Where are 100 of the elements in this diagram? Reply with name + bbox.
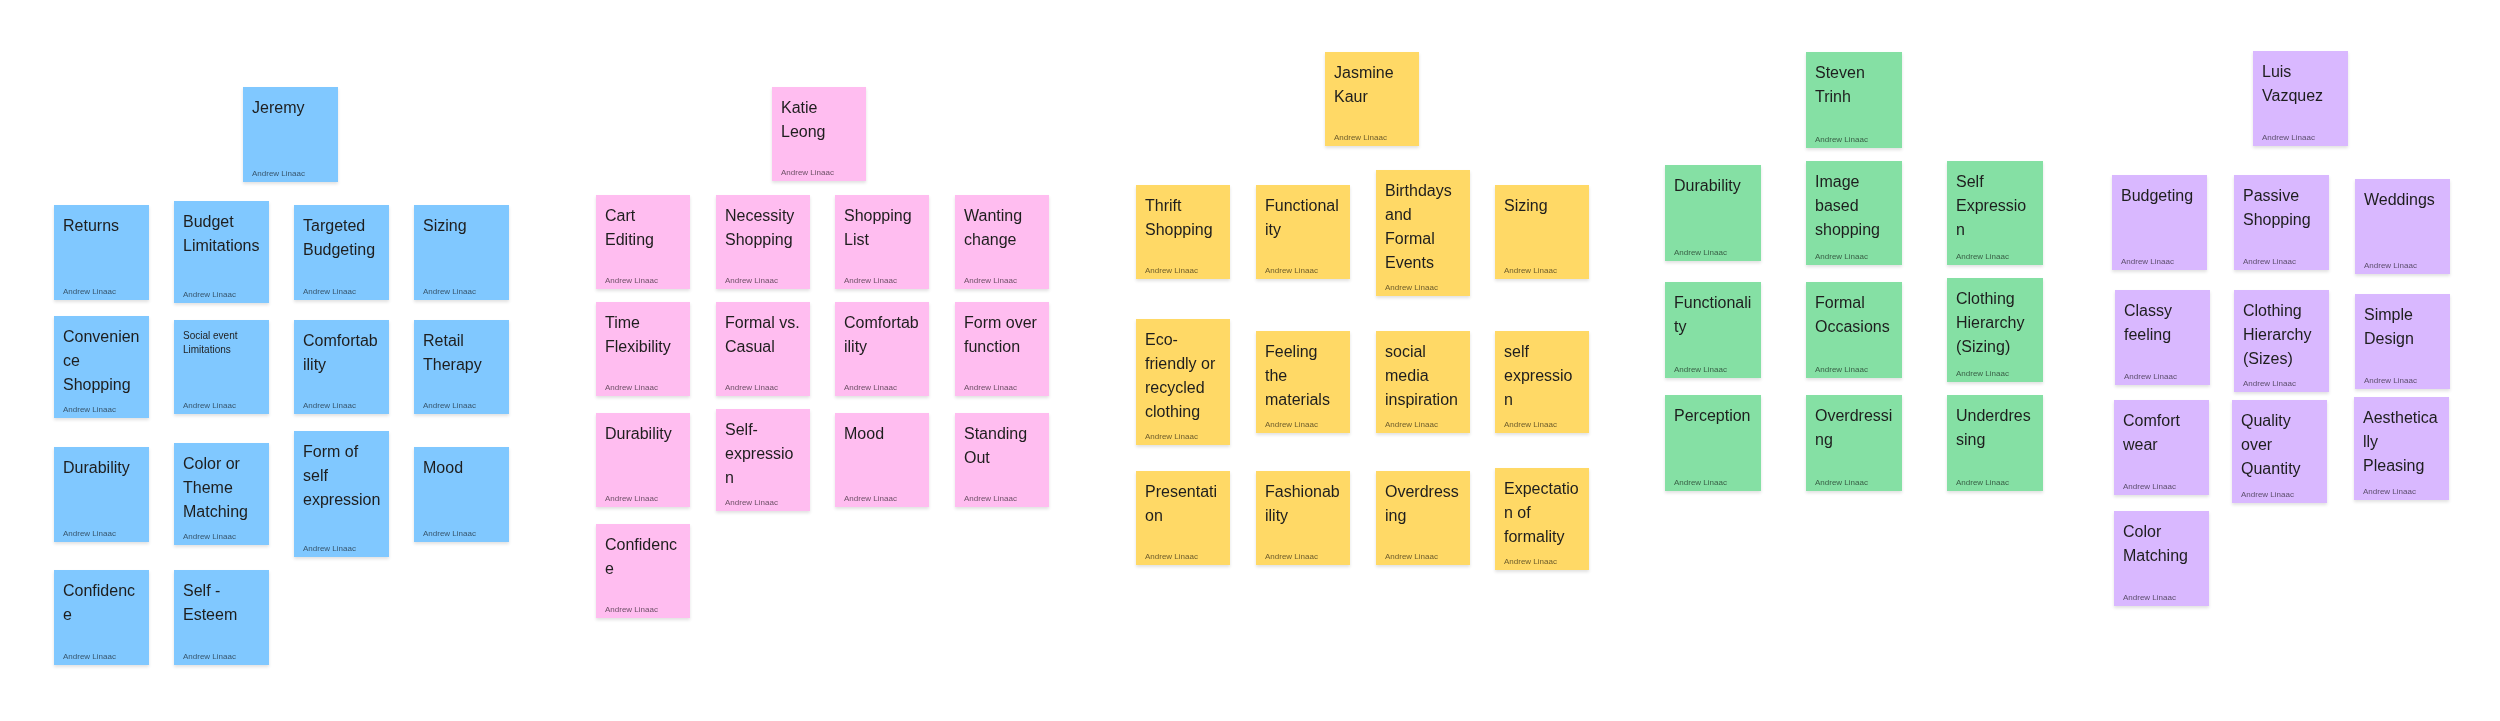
author-name: Andrew Linaac [964,383,1017,392]
author-name: Andrew Linaac [2243,257,2296,266]
note-text: Birthdays and Formal Events [1385,181,1453,273]
note-text: Confidence [605,535,679,579]
note-text: Quality over Quantity [2241,411,2302,479]
sticky-note [174,443,269,545]
sticky-note [54,570,149,665]
author-name: Andrew Linaac [1956,478,2009,487]
note-text: Formal Occasions [1815,293,1891,337]
author-name: Andrew Linaac [1145,432,1198,441]
sticky-note [1256,471,1350,565]
note-text: Durability [605,424,673,444]
note-text: Standing Out [964,424,1029,468]
note-text: Katie Leong [781,98,827,142]
note-text: Form of self expression [303,442,381,510]
note-text: Form over function [964,313,1038,357]
sticky-note [1947,161,2043,265]
sticky-note [1325,52,1419,146]
note-text: Budget Limitations [183,212,261,256]
sticky-note [2114,511,2209,606]
author-name: Andrew Linaac [183,652,236,661]
note-text: Clothing Hierarchy (Sizing) [1956,289,2026,357]
author-name: Andrew Linaac [2124,372,2177,381]
note-text: Weddings [2364,190,2436,210]
note-text: Perception [1674,406,1752,426]
sticky-note [596,195,690,289]
note-text: Self-expression [725,420,795,488]
note-text: Wanting change [964,206,1024,250]
sticky-note [835,195,929,289]
note-text: Color Matching [2123,522,2189,566]
author-name: Andrew Linaac [252,169,305,178]
note-text: Convenience Shopping [63,327,141,395]
author-name: Andrew Linaac [183,401,236,410]
author-name: Andrew Linaac [844,383,897,392]
note-text: Aesthetically Pleasing [2363,408,2439,476]
sticky-note [835,302,929,396]
note-text: Social event Limitations [183,329,239,357]
sticky-note [2234,290,2329,392]
author-name: Andrew Linaac [844,494,897,503]
author-name: Andrew Linaac [1504,266,1557,275]
sticky-note [2114,400,2209,495]
sticky-note [54,447,149,542]
author-name: Andrew Linaac [605,383,658,392]
author-name: Andrew Linaac [63,287,116,296]
sticky-note [2355,179,2450,274]
author-name: Andrew Linaac [63,405,116,414]
sticky-note [1806,395,1902,491]
author-name: Andrew Linaac [183,290,236,299]
sticky-note [955,413,1049,507]
note-text: Comfortability [303,331,379,375]
note-text: Steven Trinh [1815,63,1866,107]
note-text: Overdressing [1815,406,1894,450]
sticky-note [2115,290,2210,385]
author-name: Andrew Linaac [2243,379,2296,388]
note-text: Time Flexibility [605,313,672,357]
author-name: Andrew Linaac [2241,490,2294,499]
note-text: Underdressing [1956,406,2032,450]
author-name: Andrew Linaac [423,401,476,410]
author-name: Andrew Linaac [2121,257,2174,266]
note-text: Eco-friendly or recycled clothing [1145,330,1217,422]
sticky-note [1376,471,1470,565]
author-name: Andrew Linaac [844,276,897,285]
note-text: Comfort wear [2123,411,2181,455]
author-name: Andrew Linaac [63,652,116,661]
author-name: Andrew Linaac [1674,248,1727,257]
author-name: Andrew Linaac [964,276,1017,285]
author-name: Andrew Linaac [1815,365,1868,374]
sticky-note [716,409,810,511]
note-text: Expectation of formality [1504,479,1580,547]
author-name: Andrew Linaac [1956,252,2009,261]
author-name: Andrew Linaac [1815,135,1868,144]
sticky-note [243,87,338,182]
note-text: Retail Therapy [423,331,483,375]
author-name: Andrew Linaac [1265,266,1318,275]
author-name: Andrew Linaac [303,287,356,296]
author-name: Andrew Linaac [1504,420,1557,429]
author-name: Andrew Linaac [1504,557,1557,566]
author-name: Andrew Linaac [1674,478,1727,487]
note-text: Jasmine Kaur [1334,63,1395,107]
note-text: Presentation [1145,482,1219,526]
author-name: Andrew Linaac [63,529,116,538]
author-name: Andrew Linaac [423,287,476,296]
author-name: Andrew Linaac [781,168,834,177]
sticky-note [294,320,389,414]
note-text: Targeted Budgeting [303,216,377,260]
sticky-note [2355,294,2450,389]
sticky-note [716,195,810,289]
author-name: Andrew Linaac [2123,482,2176,491]
author-name: Andrew Linaac [725,276,778,285]
sticky-note [174,201,269,303]
note-text: Functionality [1674,293,1753,337]
author-name: Andrew Linaac [605,276,658,285]
note-text: Classy feeling [2124,301,2173,345]
author-name: Andrew Linaac [2364,376,2417,385]
note-text: Formal vs. Casual [725,313,801,357]
author-name: Andrew Linaac [1265,420,1318,429]
sticky-note [414,447,509,542]
sticky-note [1495,185,1589,279]
author-name: Andrew Linaac [1385,283,1438,292]
author-name: Andrew Linaac [1815,478,1868,487]
